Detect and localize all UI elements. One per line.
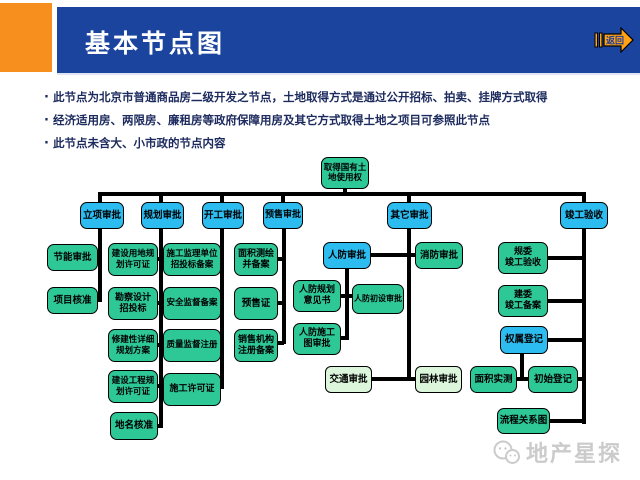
- connector-line: [407, 194, 411, 204]
- connector-line: [339, 336, 346, 340]
- connector-line: [159, 228, 163, 428]
- note-text: 此节点未含大、小市政的节点内容: [53, 136, 226, 150]
- node-guiwei-jungong-yanshou: 规委 竣工验收: [498, 242, 548, 274]
- node-mianji-shice: 面积实测: [470, 366, 517, 393]
- connector-line: [582, 194, 586, 204]
- connector-line: [282, 228, 286, 344]
- connector-line: [549, 419, 583, 423]
- back-arrow-icon: 返回: [594, 26, 634, 54]
- notes-list: · 此节点为北京市普通商品房二级开发之节点，土地取得方式是通过公开招标、拍卖、挂…: [40, 86, 618, 155]
- node-diming-hezhun: 地名核准: [110, 412, 158, 440]
- connector-line: [276, 301, 284, 305]
- node-jianshe-gongcheng-guihua-xukezheng: 建设工程规 划许可证: [108, 370, 158, 403]
- node-mianji-cehui-bing-beian: 面积测绘 并备案: [234, 243, 278, 276]
- node-branch-yushou-shenpi: 预售审批: [263, 202, 303, 229]
- node-xiaoshou-jigou-zhuce-beian: 销售机构 注册备案: [234, 329, 278, 362]
- node-liucheng-guanxitu: 流程关系图: [497, 408, 550, 434]
- connector-line: [516, 377, 529, 381]
- node-jiaotong-shenpi: 交通审批: [325, 366, 372, 393]
- connector-line: [98, 228, 102, 302]
- connector-line: [577, 377, 583, 381]
- node-branch-kaigong-shenpi: 开工审批: [202, 202, 244, 229]
- connector-line: [276, 341, 284, 345]
- connector-line: [345, 268, 349, 340]
- node-shigong-jianli-danwei-zhaotoubiao-beian: 施工监理单位 招投标备案: [163, 243, 221, 276]
- node-branch-jungong-yanshou: 竣工验收: [560, 202, 608, 229]
- note-text: 此节点为北京市普通商品房二级开发之节点，土地取得方式是通过公开招标、拍卖、挂牌方…: [53, 90, 548, 104]
- list-item: · 此节点为北京市普通商品房二级开发之节点，土地取得方式是通过公开招标、拍卖、挂…: [40, 86, 618, 109]
- node-quanshu-dengji: 权属登记: [500, 326, 548, 354]
- bullet-icon: ·: [44, 90, 49, 105]
- node-renfang-shigongtu-shenpi: 人防施工 图审批: [293, 323, 341, 355]
- node-jianshe-yongdi-guihua-xukezheng: 建设用地规 划许可证: [108, 243, 158, 276]
- connector-line: [220, 228, 224, 389]
- watermark-text: 地产星探: [526, 442, 623, 467]
- node-jianwei-jungong-beian: 建委 竣工备案: [498, 285, 548, 317]
- connector-line: [547, 299, 583, 303]
- list-item: · 此节点未含大、小市政的节点内容: [40, 132, 618, 155]
- node-yushouzheng: 预售证: [234, 287, 278, 320]
- connector-line: [339, 294, 346, 298]
- connector-line: [98, 192, 586, 196]
- node-jieneng-shenpi: 节能审批: [47, 244, 98, 271]
- node-shigong-xukezheng: 施工许可证: [163, 373, 221, 406]
- watermark: 地产星探: [492, 436, 622, 468]
- back-button-label: 返回: [606, 35, 624, 47]
- connector-line: [220, 194, 224, 204]
- node-renfang-chushe-shenpi: 人防初设审批: [352, 284, 404, 314]
- connector-line: [582, 228, 586, 424]
- wechat-icon: [493, 440, 520, 464]
- connector-line: [547, 338, 583, 342]
- connector-line: [98, 194, 102, 204]
- node-xiangmu-hezhun: 项目核准: [47, 287, 98, 314]
- connector-line: [276, 257, 284, 261]
- connector-line: [370, 253, 416, 257]
- connector-line: [343, 187, 347, 196]
- back-button[interactable]: 返回: [594, 26, 634, 54]
- node-kancha-sheji-zhaotoubiao: 勘察设计 招投标: [108, 287, 158, 320]
- connector-line: [159, 194, 163, 204]
- bullet-icon: ·: [44, 113, 49, 128]
- connector-line: [371, 377, 416, 381]
- header-orange-accent: [0, 3, 52, 72]
- node-renfang-shenpi: 人防审批: [323, 242, 371, 269]
- connector-line: [281, 194, 285, 204]
- node-branch-guihua-shenpi: 规划审批: [141, 202, 184, 229]
- node-yuanlin-shenpi: 园林审批: [415, 366, 462, 393]
- node-xiaofang-shenpi: 消防审批: [415, 242, 463, 269]
- connector-line: [520, 353, 524, 381]
- connector-line: [547, 256, 583, 260]
- node-root: 取得国有土 地使用权: [321, 157, 369, 189]
- node-chushi-dengji: 初始登记: [528, 366, 578, 393]
- bullet-icon: ·: [44, 136, 49, 151]
- node-anquan-jiandu-beian: 安全监督备案: [163, 287, 221, 320]
- connector-line: [348, 294, 353, 298]
- page-title: 基本节点图: [85, 29, 226, 58]
- node-renfang-guihua-yijianshu: 人防规划 意见书: [293, 280, 341, 312]
- list-item: · 经济适用房、两限房、廉租房等政府保障用房及其它方式取得土地之项目可参照此节点: [40, 109, 618, 132]
- header-bar: 基本节点图 返回: [57, 7, 640, 75]
- node-branch-lixiang-shenpi: 立项审批: [80, 202, 124, 229]
- connector-line: [407, 228, 411, 381]
- node-zhiliang-jiandu-zhuce: 质量监督注册: [163, 329, 221, 362]
- node-branch-qita-shenpi: 其它审批: [387, 202, 432, 229]
- node-xiujianxing-xiangxi-guihua-fangan: 修建性详细 规划方案: [108, 329, 158, 362]
- note-text: 经济适用房、两限房、廉租房等政府保障用房及其它方式取得土地之项目可参照此节点: [53, 113, 490, 127]
